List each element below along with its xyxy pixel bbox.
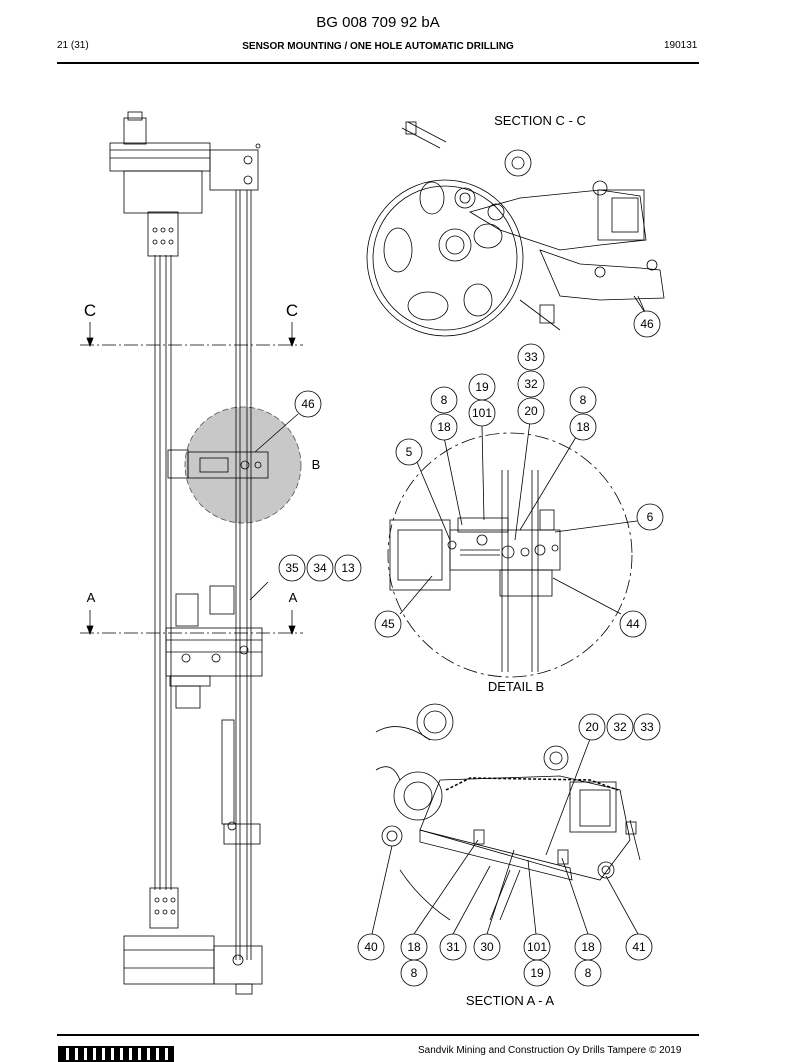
balloon-44 xyxy=(619,610,647,638)
balloon-number: 18 xyxy=(581,940,595,954)
balloon-number: 33 xyxy=(524,350,538,364)
balloon-5 xyxy=(395,438,423,466)
balloon-number: 41 xyxy=(632,940,646,954)
balloon-number: 19 xyxy=(530,966,544,980)
leader-lines xyxy=(371,295,646,935)
balloon-32 xyxy=(517,370,545,398)
balloon-8 xyxy=(430,386,458,414)
balloon-number: 32 xyxy=(613,720,627,734)
balloon-number: 18 xyxy=(576,420,590,434)
balloon-18 xyxy=(569,413,597,441)
balloon-35 xyxy=(278,554,306,582)
balloon-33 xyxy=(633,713,661,741)
balloon-number: 32 xyxy=(524,377,538,391)
balloon-number: 8 xyxy=(441,393,448,407)
balloons xyxy=(278,310,664,987)
section-cc-label: SECTION C - C xyxy=(494,113,586,128)
balloon-32 xyxy=(606,713,634,741)
balloon-number: 31 xyxy=(446,940,460,954)
cut-mark-c-left: C xyxy=(84,301,96,320)
balloon-number: 19 xyxy=(475,380,489,394)
balloon-number: 33 xyxy=(640,720,654,734)
balloon-number: 45 xyxy=(381,617,395,631)
balloon-6 xyxy=(636,503,664,531)
balloon-20 xyxy=(578,713,606,741)
balloon-number: 46 xyxy=(301,397,315,411)
cut-mark-c-right: C xyxy=(286,301,298,320)
balloon-number: 8 xyxy=(585,966,592,980)
section-aa-label: SECTION A - A xyxy=(466,993,554,1008)
balloon-number: 18 xyxy=(437,420,451,434)
balloon-number: 13 xyxy=(341,561,355,575)
balloon-30 xyxy=(473,933,501,961)
balloon-8 xyxy=(574,959,602,987)
balloon-19 xyxy=(523,959,551,987)
balloon-40 xyxy=(357,933,385,961)
page-title: SENSOR MOUNTING / ONE HOLE AUTOMATIC DRI… xyxy=(242,41,514,52)
main-elevation-view xyxy=(80,111,303,995)
balloon-number: 20 xyxy=(585,720,599,734)
balloon-number: 8 xyxy=(411,966,418,980)
cut-mark-a-right: A xyxy=(289,590,298,605)
footer-rule xyxy=(57,1034,699,1036)
detail-b-view xyxy=(387,432,633,678)
header-rule xyxy=(57,62,699,64)
document-date: 190131 xyxy=(664,40,698,51)
balloon-18 xyxy=(430,413,458,441)
balloon-31 xyxy=(439,933,467,961)
balloon-number: 18 xyxy=(407,940,421,954)
section-aa-view xyxy=(375,703,641,921)
balloon-number: 44 xyxy=(626,617,640,631)
balloon-number: 20 xyxy=(524,404,538,418)
balloon-number: 35 xyxy=(285,561,299,575)
cut-mark-a-left: A xyxy=(87,590,96,605)
balloon-number: 30 xyxy=(480,940,494,954)
company-logo xyxy=(58,1046,174,1062)
balloon-number: 6 xyxy=(647,510,654,524)
balloon-46 xyxy=(294,390,322,418)
balloon-number: 34 xyxy=(313,561,327,575)
balloon-33 xyxy=(517,343,545,371)
balloon-number: 101 xyxy=(472,406,492,420)
balloon-8 xyxy=(569,386,597,414)
balloon-number: 5 xyxy=(406,445,413,459)
detail-b-marker: B xyxy=(312,457,321,472)
balloon-45 xyxy=(374,610,402,638)
balloon-13 xyxy=(334,554,362,582)
balloon-number: 46 xyxy=(640,317,654,331)
balloon-numbers: 46 35 34 13 46 33 32 19 8 8 101 20 18 18… xyxy=(285,317,654,980)
balloon-number: 8 xyxy=(580,393,587,407)
balloon-number: 40 xyxy=(364,940,378,954)
detail-b-label: DETAIL B xyxy=(488,679,544,694)
balloon-101 xyxy=(468,399,496,427)
balloon-41 xyxy=(625,933,653,961)
footer-copyright: Sandvik Mining and Construction Oy Drill… xyxy=(418,1045,682,1056)
balloon-number: 101 xyxy=(527,940,547,954)
balloon-8 xyxy=(400,959,428,987)
document-number: BG 008 709 92 bA xyxy=(316,14,440,31)
page-indicator: 21 (31) xyxy=(57,40,89,51)
section-cc-view xyxy=(366,121,665,337)
balloon-20 xyxy=(517,397,545,425)
view-labels: SECTION C - C DETAIL B SECTION A - A C C… xyxy=(84,113,586,1008)
balloon-34 xyxy=(306,554,334,582)
detail-b-shaded-circle xyxy=(184,406,302,524)
balloon-46 xyxy=(633,310,661,338)
